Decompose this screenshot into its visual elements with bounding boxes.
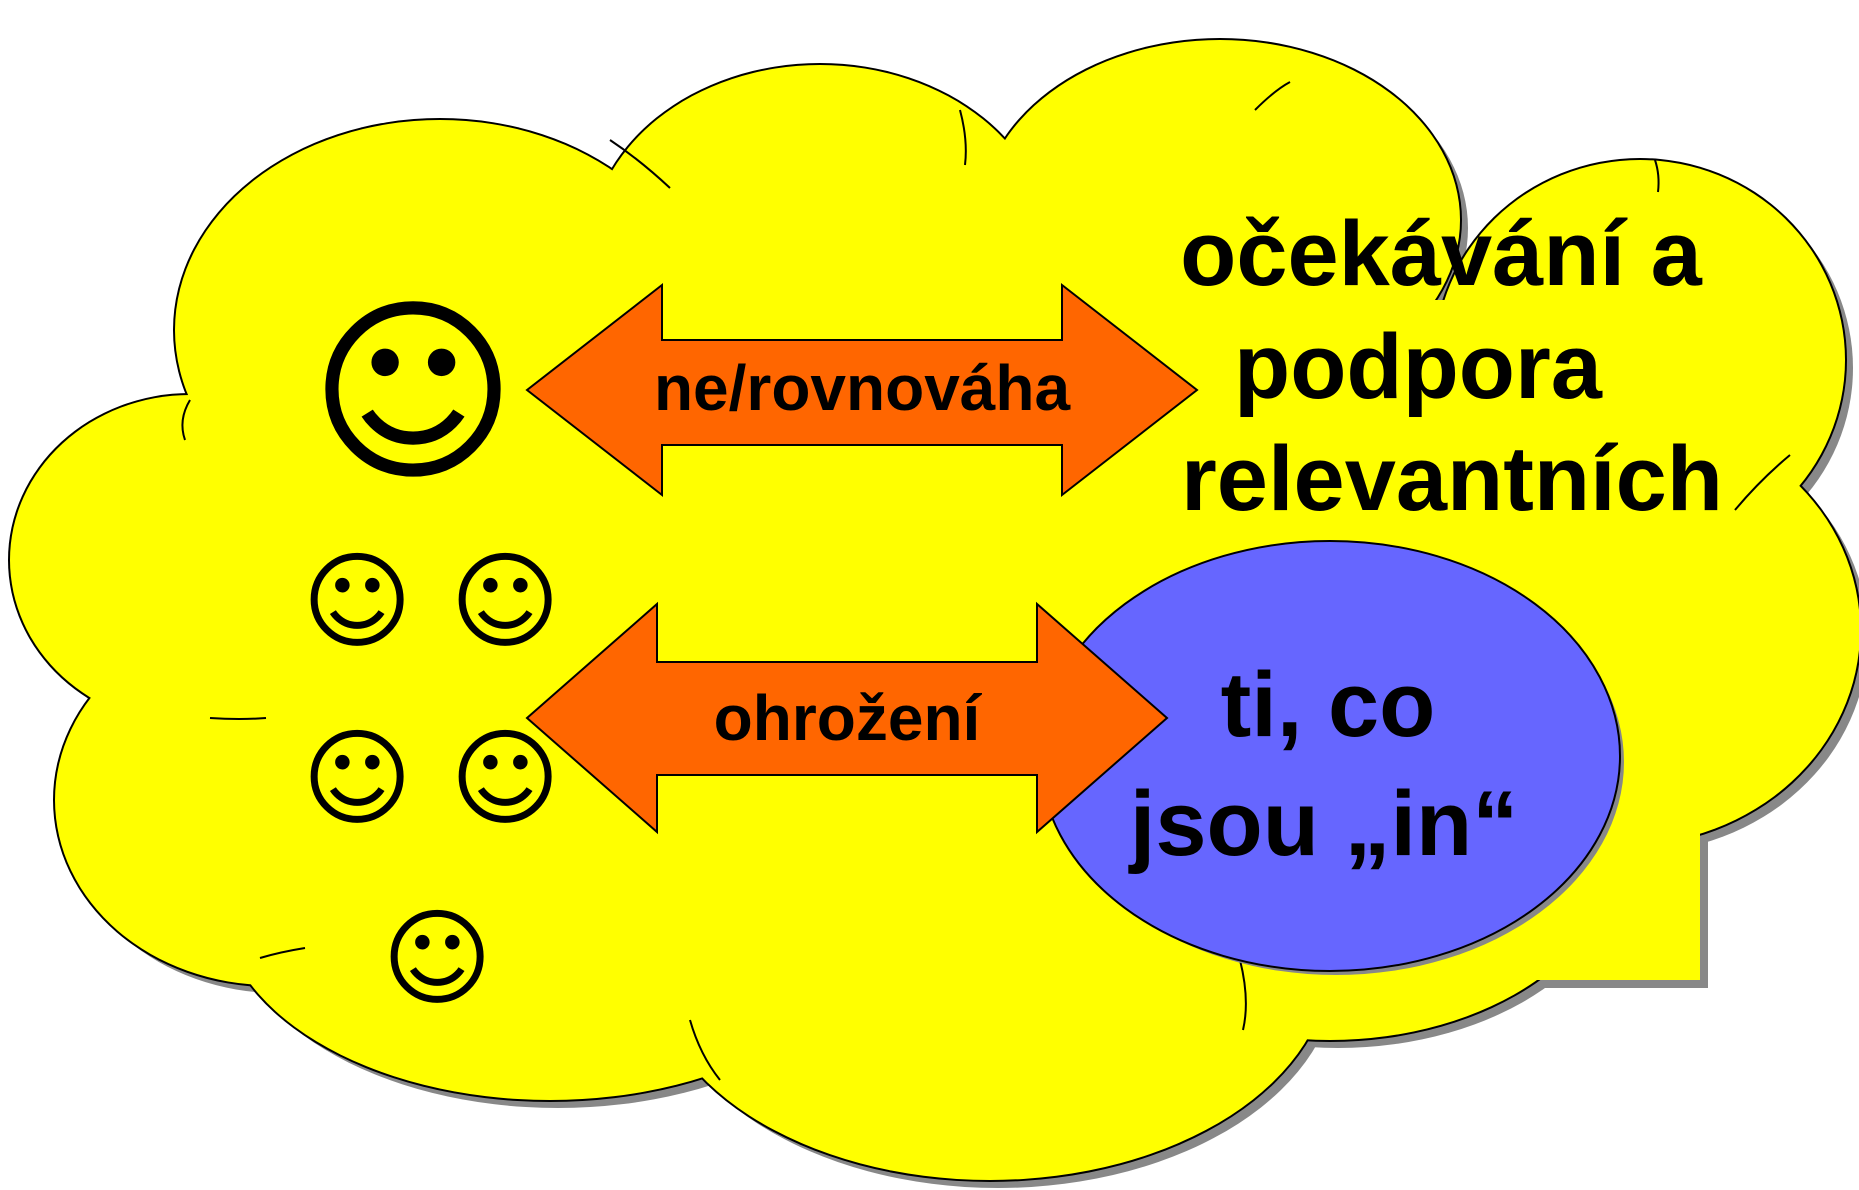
balance-arrow	[525, 282, 1199, 498]
expectations-text-line-3: relevantních	[1181, 428, 1723, 530]
expectations-text-line-1: očekávání a	[1180, 203, 1703, 305]
group-smiley-icon: ☺	[450, 540, 561, 663]
group-smiley-icon: ☺	[302, 540, 413, 663]
threat-arrow-label: ohrožení	[714, 682, 983, 754]
in-group-ellipse	[1039, 540, 1621, 972]
in-group-text-line-2: jsou „in“	[1128, 773, 1518, 875]
threat-arrow	[525, 601, 1169, 835]
individual-smiley-icon: ☺	[309, 277, 518, 510]
cloud-seams	[181, 81, 1791, 1081]
in-group-text-line-1: ti, co	[1221, 654, 1436, 756]
group-smiley-icon: ☺	[450, 717, 561, 840]
group-smiley-icon: ☺	[302, 717, 413, 840]
group-smiley-icon: ☺	[382, 897, 493, 1020]
balance-arrow-label: ne/rovnováha	[654, 352, 1071, 424]
expectations-text-line-2: podpora	[1234, 316, 1603, 418]
